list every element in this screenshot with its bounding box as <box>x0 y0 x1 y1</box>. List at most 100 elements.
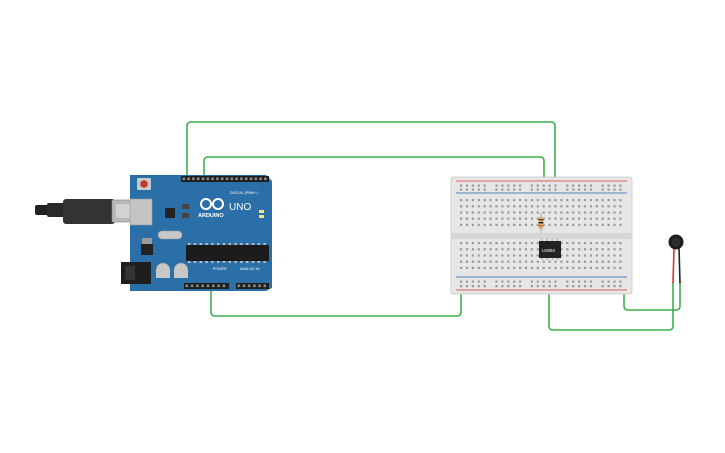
breadboard-hole <box>583 254 587 257</box>
breadboard-hole <box>548 280 551 283</box>
breadboard-hole <box>613 205 616 208</box>
breadboard-hole <box>595 217 598 220</box>
breadboard-hole <box>460 260 463 263</box>
breadboard-hole <box>501 188 504 191</box>
crystal-oscillator <box>157 230 183 240</box>
chip-leg <box>263 243 266 245</box>
breadboard-holes[interactable] <box>460 184 622 288</box>
breadboard-hole <box>477 199 480 202</box>
breadboard-hole <box>572 285 575 288</box>
wire-gnd-to-breadboard[interactable] <box>210 287 462 317</box>
driver-leg <box>546 239 549 241</box>
breadboard-hole <box>542 260 545 263</box>
breadboard-hole <box>607 199 610 202</box>
breadboard-hole <box>536 280 539 283</box>
breadboard-hole <box>619 285 622 288</box>
breadboard-hole <box>548 266 551 269</box>
breadboard-hole <box>519 211 522 214</box>
chip-leg <box>188 243 191 245</box>
arduino-model-label: UNO <box>229 202 251 213</box>
power-analog-pins <box>185 284 267 288</box>
breadboard-hole <box>536 242 539 245</box>
breadboard-hole <box>501 242 504 245</box>
breadboard-hole <box>589 280 592 283</box>
breadboard-hole <box>566 184 569 187</box>
breadboard-hole <box>554 217 557 220</box>
breadboard-hole <box>465 242 469 245</box>
breadboard-hole <box>619 217 622 220</box>
driver-leg <box>541 239 543 241</box>
wire-pin11-to-breadboard[interactable] <box>203 156 545 215</box>
breadboard-hole <box>483 217 486 220</box>
analog-header[interactable] <box>236 283 269 289</box>
usb-cable[interactable] <box>35 199 143 224</box>
wire-driver-to-motor[interactable] <box>548 269 674 331</box>
breadboard-hole <box>572 260 575 263</box>
breadboard-hole <box>501 285 504 288</box>
breadboard-hole <box>607 188 610 191</box>
breadboard-hole <box>507 188 510 191</box>
breadboard-hole <box>483 184 486 187</box>
breadboard-hole <box>566 248 569 251</box>
breadboard-hole <box>566 266 569 269</box>
breadboard-hole <box>542 205 545 208</box>
digital-header[interactable] <box>181 176 269 182</box>
breadboard-hole <box>501 266 504 269</box>
breadboard-hole <box>578 248 581 251</box>
breadboard-hole <box>566 199 569 202</box>
breadboard-hole <box>477 242 480 245</box>
breadboard-hole <box>477 184 480 187</box>
breadboard-hole <box>583 266 587 269</box>
breadboard[interactable] <box>450 176 633 295</box>
breadboard-hole <box>601 280 604 283</box>
chip-leg <box>217 261 220 263</box>
breadboard-hole <box>489 242 492 245</box>
breadboard-hole <box>507 248 510 251</box>
driver-chip[interactable]: LM393 <box>539 239 561 260</box>
header-pin <box>244 177 248 181</box>
breadboard-hole <box>477 266 480 269</box>
chip-leg <box>211 261 214 263</box>
breadboard-hole <box>578 199 581 202</box>
arduino-logo-icon <box>200 198 224 210</box>
breadboard-hole <box>519 199 522 202</box>
header-pin <box>212 284 215 288</box>
breadboard-hole <box>583 223 587 226</box>
power-header[interactable] <box>184 283 229 289</box>
breadboard-hole <box>578 280 581 283</box>
breadboard-hole <box>566 254 569 257</box>
header-pin <box>242 284 246 288</box>
breadboard-hole <box>595 260 598 263</box>
wire-rail-to-motor[interactable] <box>623 281 681 311</box>
breadboard-hole <box>536 211 539 214</box>
breadboard-hole <box>613 280 616 283</box>
breadboard-hole <box>519 184 522 187</box>
breadboard-hole <box>489 205 492 208</box>
breadboard-hole <box>613 188 616 191</box>
breadboard-hole <box>489 217 492 220</box>
breadboard-hole <box>489 223 492 226</box>
breadboard-hole <box>530 211 533 214</box>
breadboard-hole <box>542 217 545 220</box>
breadboard-hole <box>542 223 545 226</box>
arduino-uno-board[interactable]: ARDUINO UNO DIGITAL (PWM~) POWER ANALOG … <box>121 175 272 291</box>
reset-button-icon[interactable] <box>137 178 151 190</box>
breadboard-hole <box>507 266 510 269</box>
breadboard-hole <box>566 188 569 191</box>
vibration-motor-icon[interactable] <box>668 234 684 284</box>
breadboard-hole <box>613 242 616 245</box>
header-pin <box>235 177 238 181</box>
breadboard-hole <box>583 205 587 208</box>
resistor[interactable] <box>538 213 544 233</box>
breadboard-hole <box>513 211 516 214</box>
breadboard-hole <box>519 280 522 283</box>
breadboard-hole <box>524 248 528 251</box>
breadboard-hole <box>578 217 581 220</box>
breadboard-hole <box>595 254 598 257</box>
breadboard-hole <box>560 211 563 214</box>
wire-pin13-to-breadboard[interactable] <box>186 121 556 227</box>
breadboard-hole <box>524 205 528 208</box>
breadboard-hole <box>560 223 563 226</box>
header-pin <box>182 177 186 181</box>
